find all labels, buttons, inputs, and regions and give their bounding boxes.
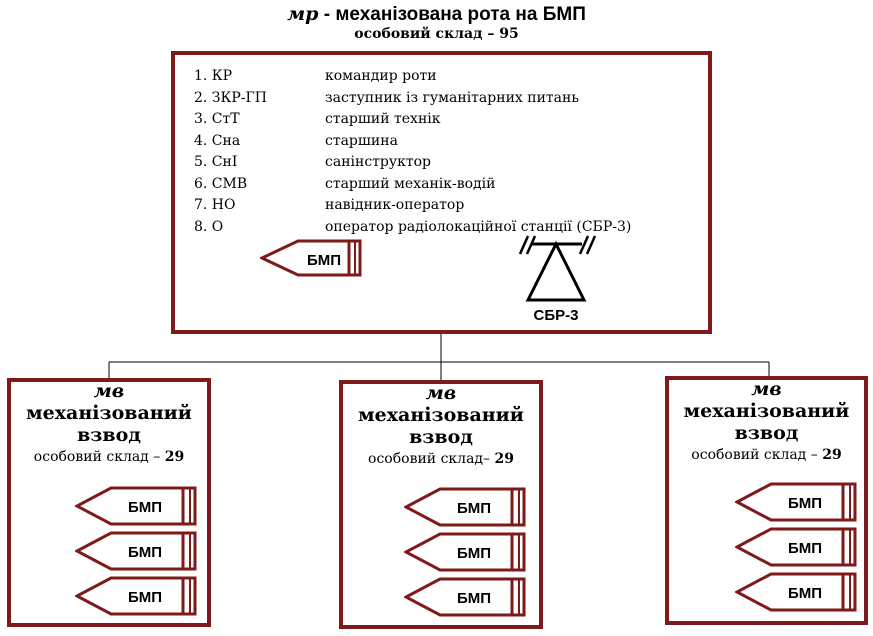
bmp-symbol: БМП (735, 527, 857, 567)
platoon-staff: особовий склад – 29 (665, 444, 868, 466)
platoon-abbr: мв (93, 380, 125, 402)
bmp-label: БМП (128, 499, 162, 516)
legend-code: 5. СнІ (194, 154, 238, 170)
legend-code: 2. ЗКР-ГП (194, 89, 267, 106)
legend-code: 1. КР (194, 68, 233, 84)
platoon-staff-text: особовий склад – (33, 449, 165, 465)
legend-desc: заступник із гуманітарних питань (325, 89, 579, 106)
bmp-label: БМП (128, 544, 162, 561)
platoon-name-line1: механізований (358, 404, 524, 426)
legend-desc: командир роти (325, 68, 437, 84)
legend-code: 4. Сна (194, 132, 241, 149)
company-abbr: мр (287, 3, 319, 25)
legend-code: 3. СтТ (194, 111, 240, 127)
platoon-staff-number: 29 (164, 449, 185, 465)
legend-desc: навідник-оператор (325, 197, 465, 213)
legend-desc: старший механік-водій (325, 175, 496, 192)
legend-code: 8. О (194, 218, 224, 235)
platoon-vehicles: БМП БМП БМП (75, 486, 197, 616)
radar-symbol: СБР-3 (518, 235, 597, 322)
radar-tick (518, 235, 530, 255)
bmp-label: БМП (457, 500, 491, 517)
radar-tick (578, 235, 590, 255)
legend-desc: старшина (325, 132, 398, 149)
legend-desc: старший технік (325, 111, 441, 127)
radar-tick (585, 235, 597, 255)
platoon-title: мв механізований взвод особовий склад – … (7, 380, 211, 468)
company-title: - механізована рота на БМП (318, 4, 586, 25)
bmp-label: БМП (128, 589, 162, 606)
platoon-name-line1: механізований (683, 400, 850, 422)
company-box (171, 51, 712, 334)
legend-code: 7. НО (194, 197, 236, 213)
bmp-symbol: БМП (75, 576, 197, 616)
platoon-title: мв механізований взвод особовий склад– 2… (339, 382, 543, 470)
bmp-symbol: БМП (75, 486, 197, 526)
radar-tick (525, 235, 537, 255)
platoon-staff: особовий склад– 29 (339, 448, 543, 470)
bmp-label: БМП (307, 252, 341, 269)
platoon-vehicles: БМП БМП БМП (735, 482, 857, 612)
company-bmp-symbol: БМП (260, 239, 362, 277)
bmp-shape (75, 531, 197, 571)
bmp-label: БМП (457, 590, 491, 607)
platoon-abbr: мв (425, 382, 457, 404)
radar-label: СБР-3 (534, 307, 579, 322)
platoon-name-line2: взвод (734, 422, 799, 444)
bmp-label: БМП (788, 585, 822, 602)
platoon-title: мв механізований взвод особовий склад – … (665, 378, 868, 466)
platoon-name-line2: взвод (409, 426, 473, 448)
platoon-staff-text: особовий склад – (691, 447, 823, 463)
platoon-name-line1: механізований (26, 402, 192, 424)
bmp-shape (75, 576, 197, 616)
platoon-vehicles: БМП БМП БМП (404, 487, 526, 617)
bmp-label: БМП (788, 495, 822, 512)
legend-desc: санінструктор (325, 154, 431, 170)
legend-code: 6. СМВ (194, 175, 248, 192)
bmp-symbol: БМП (404, 577, 526, 617)
bmp-label: БМП (457, 545, 491, 562)
platoon-name-line2: взвод (77, 424, 141, 446)
company-staff: особовий склад – 95 (354, 26, 519, 42)
bmp-symbol: БМП (404, 532, 526, 572)
platoon-staff-number: 29 (822, 447, 842, 463)
bmp-symbol: БМП (735, 572, 857, 612)
bmp-shape (735, 527, 857, 567)
bmp-shape (75, 486, 197, 526)
bmp-shape (404, 487, 526, 527)
diagram-title: мр - механізована рота на БМП (0, 3, 873, 26)
platoon-staff-text: особовий склад– (368, 451, 495, 467)
platoon-abbr: мв (751, 378, 782, 400)
bmp-label: БМП (788, 540, 822, 557)
bmp-shape (404, 577, 526, 617)
bmp-symbol: БМП (735, 482, 857, 522)
bmp-shape (404, 532, 526, 572)
bmp-shape (735, 572, 857, 612)
radar-triangle (525, 240, 587, 302)
platoon-staff: особовий склад – 29 (7, 446, 211, 468)
platoon-staff-number: 29 (494, 451, 514, 467)
legend-desc: оператор радіолокаційної станції (СБР-3) (325, 218, 632, 235)
bmp-symbol: БМП (75, 531, 197, 571)
bmp-shape (735, 482, 857, 522)
bmp-symbol: БМП (404, 487, 526, 527)
